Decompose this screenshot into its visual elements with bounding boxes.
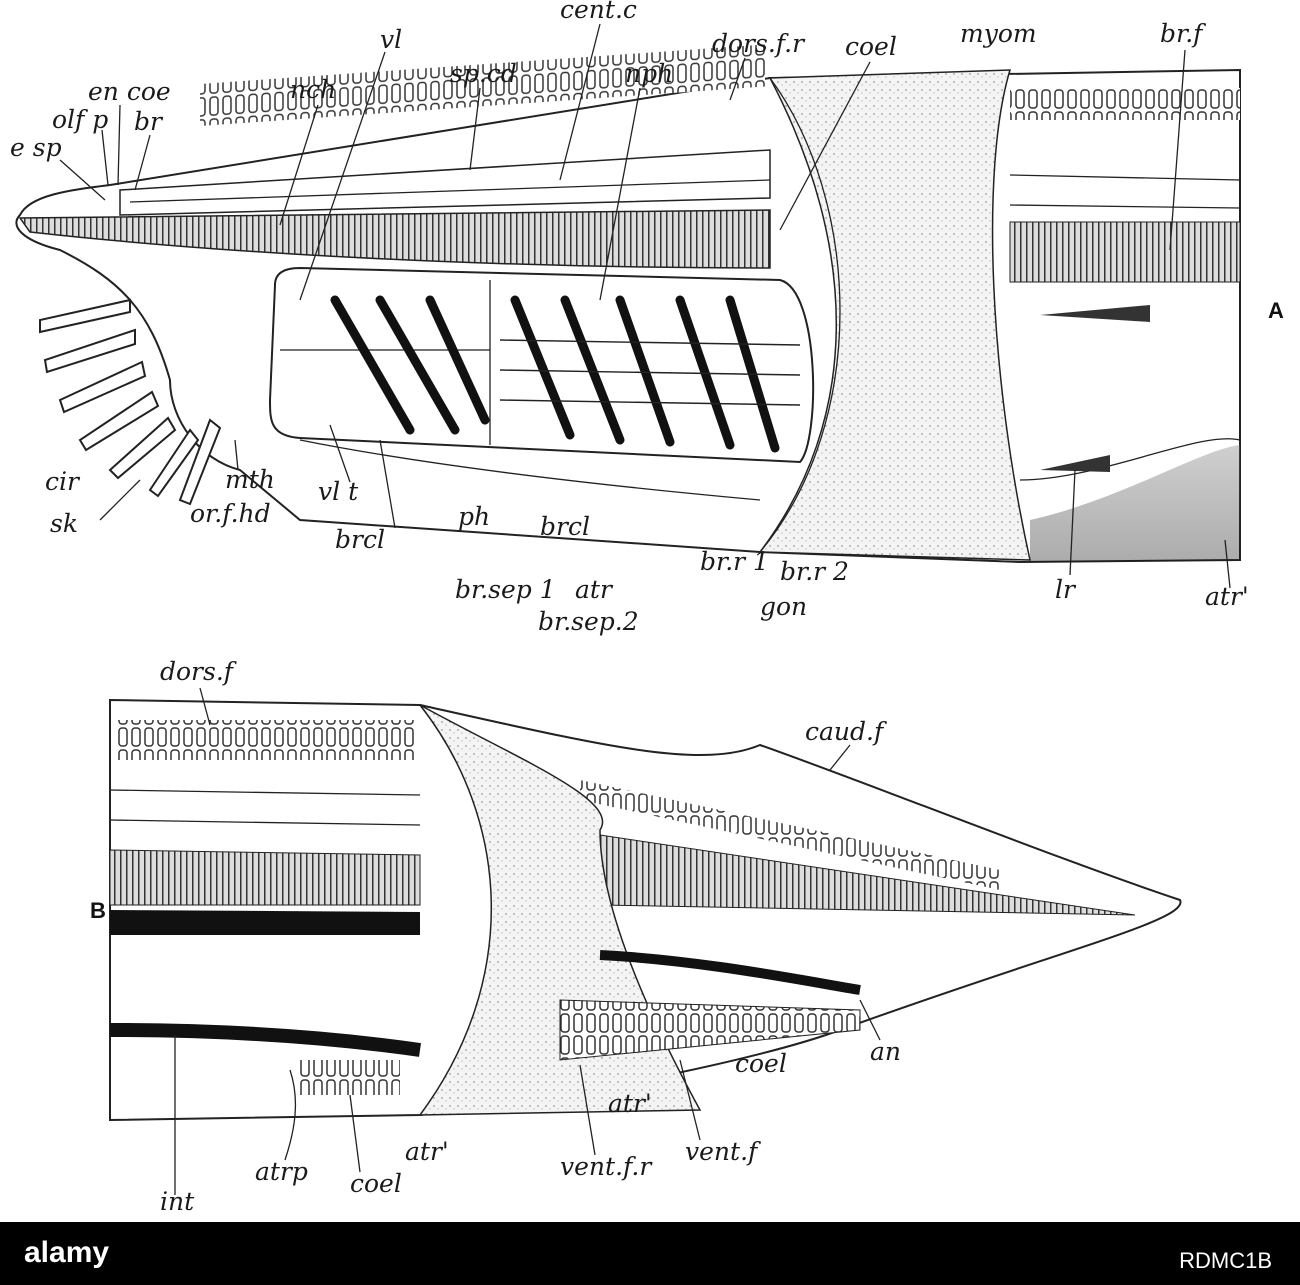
label-orfhd: or.f.hd <box>190 499 271 528</box>
label-centc: cent.c <box>560 0 637 24</box>
label-coel-b: coel <box>350 1169 402 1198</box>
label-ph: ph <box>458 502 490 531</box>
label-atr2: atr' <box>405 1137 449 1166</box>
notochord <box>18 209 771 269</box>
label-encoe: en coe <box>88 77 171 106</box>
label-atrp: atrp <box>255 1157 308 1186</box>
label-esp: e sp <box>10 133 62 162</box>
label-cir: cir <box>45 467 81 496</box>
label-vlt: vl t <box>318 477 359 506</box>
gill-synapticulae <box>499 339 801 406</box>
label-nch: nch <box>290 75 336 104</box>
watermark-bar <box>0 1222 1300 1285</box>
label-brr1: br.r 1 <box>700 547 769 576</box>
label-atr-right: atr' <box>1205 582 1249 611</box>
label-gon: gon <box>760 592 807 621</box>
label-spcd: sp.cd <box>450 59 517 88</box>
panel-b <box>109 698 1182 1161</box>
label-brcl1: brcl <box>335 525 385 554</box>
label-an: an <box>870 1037 901 1066</box>
myomere <box>758 69 1031 561</box>
gill-bars-primary <box>330 295 780 453</box>
label-sk: sk <box>50 509 78 538</box>
panel-a <box>15 44 1241 564</box>
label-coel: coel <box>845 32 897 61</box>
label-brcl2: brcl <box>540 512 590 541</box>
leader-lines <box>59 23 1231 1195</box>
label-olfp: olf p <box>52 105 108 134</box>
label-vl: vl <box>380 25 402 54</box>
dorsal-fin-rays <box>200 44 765 127</box>
label-dorsf: dors.f <box>160 657 237 686</box>
label-br: br <box>134 107 164 136</box>
panel-label-b: B <box>90 898 106 923</box>
label-myom: myom <box>960 19 1037 48</box>
label-brf: br.f <box>1160 19 1206 48</box>
alamy-logo: alamy <box>24 1236 110 1269</box>
label-ventfr: vent.f.r <box>560 1152 653 1181</box>
label-atr: atr <box>575 575 614 604</box>
labels-a: e sp olf p en coe br nch vl sp.cd cent.c… <box>10 0 1284 636</box>
label-brsep2: br.sep.2 <box>538 607 639 636</box>
label-dorsfr: dors.f.r <box>712 29 806 58</box>
labels-b: dors.f caud.f an coel atr' vent.f vent.f… <box>90 657 901 1216</box>
dorsal-fin-rays-b <box>115 720 415 760</box>
panel-label-a: A <box>1268 298 1284 323</box>
image-id: RDMC1B <box>1179 1248 1272 1273</box>
label-brsep1: br.sep 1 <box>455 575 556 604</box>
notochord-right <box>1009 221 1241 283</box>
label-mth: mth <box>225 465 275 494</box>
label-nph: nph <box>625 59 673 88</box>
label-brr2: br.r 2 <box>780 557 849 586</box>
label-caudf: caud.f <box>805 717 887 746</box>
label-ventf: vent.f <box>685 1137 761 1166</box>
label-int: int <box>160 1187 195 1216</box>
buccal-cirri <box>39 298 222 506</box>
label-atr1: atr' <box>608 1089 652 1118</box>
label-cocl: coel <box>735 1049 787 1078</box>
label-lr: lr <box>1055 575 1077 604</box>
dorsal-fin-rays-right <box>1010 88 1240 120</box>
